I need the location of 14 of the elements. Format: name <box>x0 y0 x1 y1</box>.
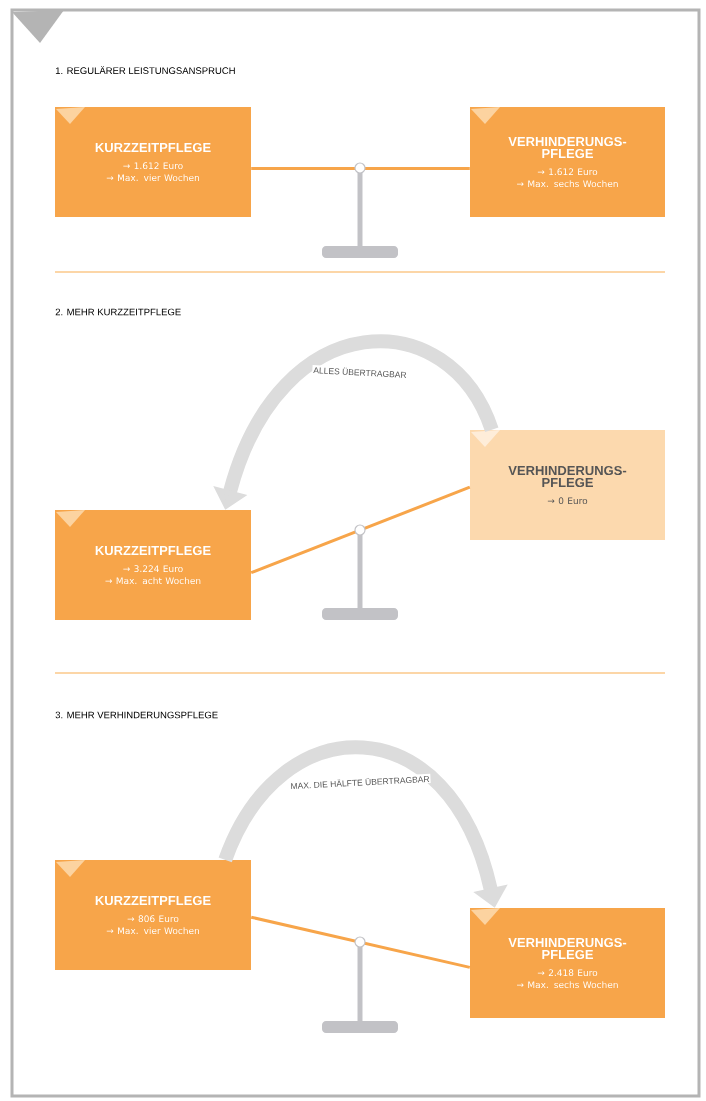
care-box: VERHINDERUNGS-PFLEGE → 1.612 Euro → Max. sechs Wochen <box>470 107 665 217</box>
care-box: KURZZEITPFLEGE → 3.224 Euro → Max. acht Wochen <box>55 510 251 620</box>
arrow-label: ALLES ÜBERTRAGBAR <box>312 364 408 380</box>
section-title: 3. MEHR VERHINDERUNGSPFLEGE <box>55 711 218 719</box>
seesaw-beam <box>251 167 470 171</box>
section-title: 2. MEHR KURZZEITPFLEGE <box>55 308 181 316</box>
arrow-label: MAX. DIE HÄLFTE ÜBERTRAGBAR <box>289 773 431 791</box>
care-box: VERHINDERUNGS-PFLEGE → 2.418 Euro → Max. sechs Wochen <box>470 908 665 1018</box>
care-box: VERHINDERUNGS-PFLEGE → 0 Euro <box>470 430 665 540</box>
section-title: 1. REGULÄRER LEISTUNGSANSPRUCH <box>55 65 235 74</box>
care-box: KURZZEITPFLEGE → 1.612 Euro → Max. vier Wochen <box>55 107 251 217</box>
care-box: KURZZEITPFLEGE → 806 Euro → Max. vier Wochen <box>55 860 251 970</box>
seesaw-beam <box>250 915 471 969</box>
seesaw-beam <box>250 485 471 575</box>
